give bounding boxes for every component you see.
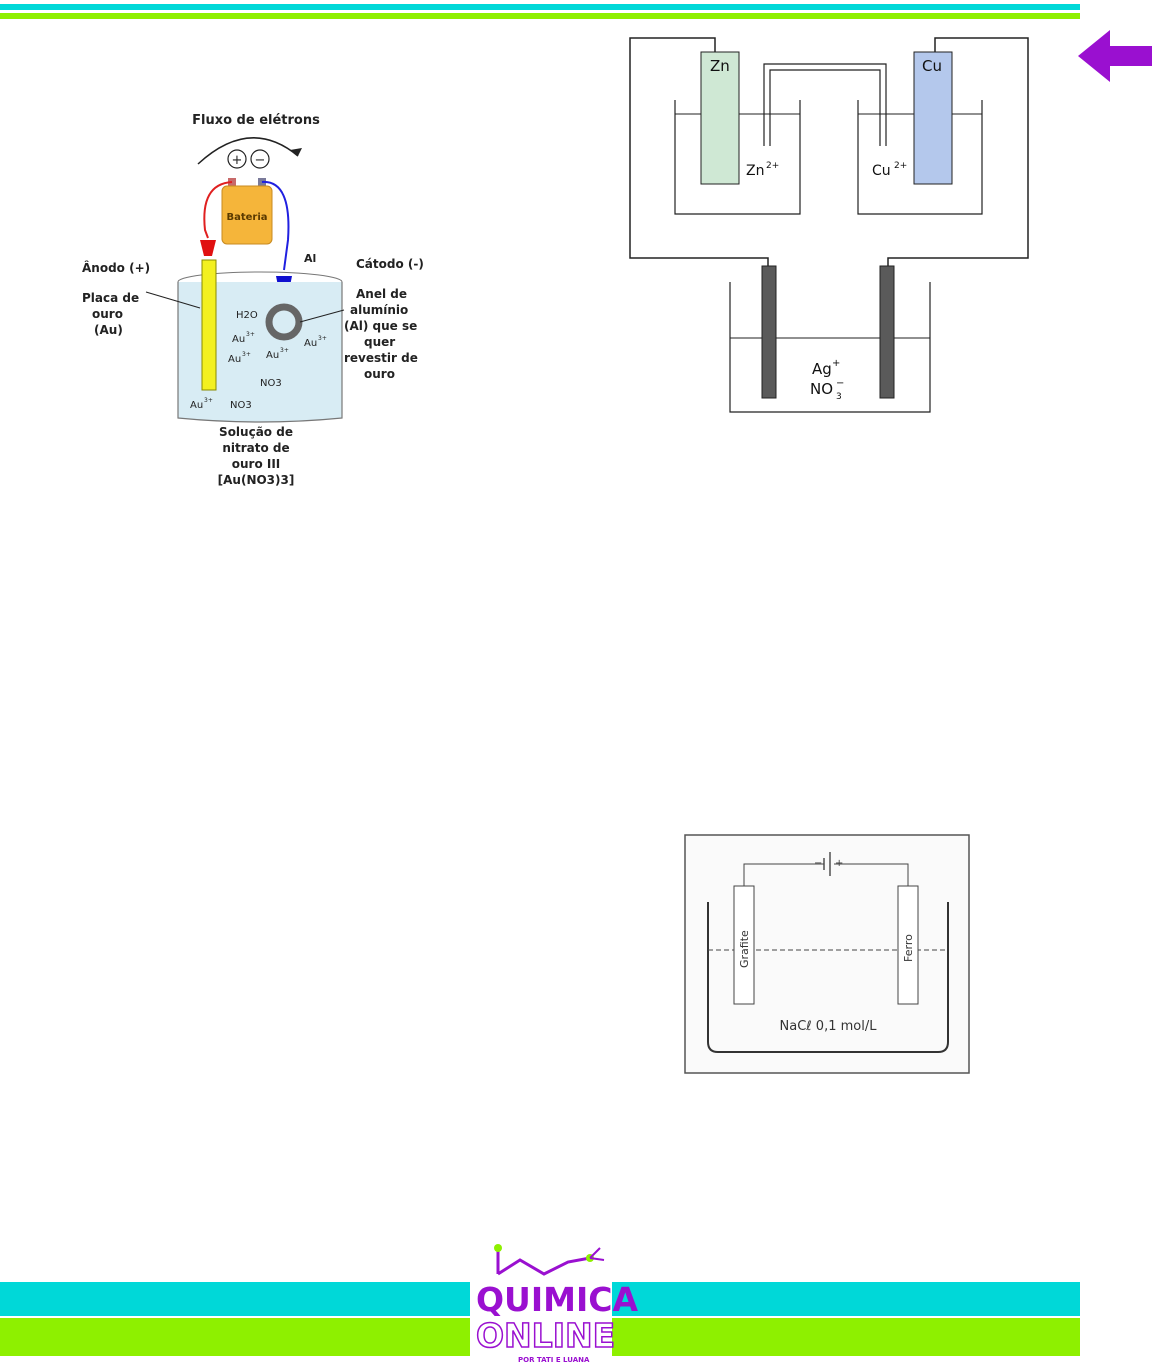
svg-text:Ferro: Ferro [902, 934, 915, 962]
svg-text:H2O: H2O [236, 310, 258, 321]
zinc-electrode [700, 51, 740, 185]
top-band-lime [0, 13, 1080, 19]
svg-text:Au: Au [266, 350, 279, 361]
svg-text:+: + [835, 858, 843, 869]
svg-text:Zn: Zn [746, 163, 764, 179]
beaker [707, 902, 949, 1053]
logo-line2: ONLINE [475, 1315, 616, 1356]
svg-text:NO: NO [810, 380, 833, 398]
battery-label: Bateria [226, 212, 267, 223]
copper-electrode [913, 51, 953, 185]
svg-text:Au: Au [304, 338, 317, 349]
cathode-label: Cátodo (-) [356, 257, 424, 271]
svg-text:Ag: Ag [812, 360, 832, 378]
aluminium-ring [265, 303, 303, 341]
logo-tagline: POR TATI E LUANA [518, 1356, 590, 1364]
svg-text:Grafite: Grafite [738, 930, 751, 968]
quimica-online-logo: QUIMICA ONLINE POR TATI E LUANA [470, 1236, 638, 1368]
svg-text:revestir de: revestir de [344, 351, 418, 365]
svg-text:(Al) que se: (Al) que se [344, 319, 417, 333]
svg-text:Solução de: Solução de [219, 425, 293, 439]
beaker-zn [674, 100, 801, 215]
right-silver-electrode [879, 265, 895, 399]
svg-text:3+: 3+ [242, 351, 251, 358]
svg-text:quer: quer [364, 335, 395, 349]
cu-label: Cu [922, 57, 942, 75]
svg-text:3+: 3+ [280, 347, 289, 354]
electron-flow-label: Fluxo de elétrons [192, 113, 320, 128]
graphite-electrode [733, 885, 755, 1005]
galvanic-cell-figure: Zn Cu Zn 2+ Cu 2+ Ag + NO 3 − [629, 37, 1029, 413]
svg-text:3+: 3+ [204, 397, 213, 404]
svg-text:2+: 2+ [894, 161, 907, 171]
svg-text:alumínio: alumínio [350, 303, 408, 317]
logo-line1: QUIMICA [476, 1280, 639, 1319]
svg-text:Au: Au [190, 400, 203, 411]
svg-text:3+: 3+ [246, 331, 255, 338]
iron-electrode [897, 885, 919, 1005]
left-silver-electrode [761, 265, 777, 399]
al-label: Al [304, 252, 316, 265]
svg-text:−: − [836, 378, 844, 389]
svg-text:nitrato de: nitrato de [222, 441, 289, 455]
svg-text:ouro III: ouro III [232, 457, 281, 471]
minus-sign: − [255, 153, 266, 168]
svg-text:2+: 2+ [766, 161, 779, 171]
svg-text:3+: 3+ [318, 335, 327, 342]
svg-text:NO3: NO3 [260, 378, 282, 389]
svg-text:Au: Au [232, 334, 245, 345]
battery-icon [221, 185, 273, 245]
svg-text:ouro: ouro [364, 367, 395, 381]
electroplating-figure: Fluxo de elétrons + − Bateria Ânodo (+) … [82, 113, 424, 487]
beaker-cu [857, 100, 983, 215]
svg-text:+: + [832, 358, 840, 369]
svg-text:−: − [814, 858, 822, 869]
zn-label: Zn [710, 57, 730, 75]
top-band-cyan [0, 4, 1080, 10]
salt-bridge [763, 63, 887, 146]
svg-text:NO3: NO3 [230, 400, 252, 411]
svg-text:3: 3 [836, 392, 842, 402]
anode-label: Ânodo (+) [82, 260, 150, 275]
nacl-electrolysis-figure: − + Grafite Ferro NaCℓ 0,1 mol/L [684, 834, 970, 1074]
molecule-icon [494, 1244, 605, 1276]
nacl-solution-label: NaCℓ 0,1 mol/L [780, 1019, 878, 1034]
svg-text:Anel de: Anel de [356, 287, 407, 301]
back-arrow-icon[interactable] [1078, 28, 1152, 84]
electron-flow-arrow-icon [197, 137, 299, 165]
svg-text:Placa de: Placa de [82, 291, 139, 305]
svg-text:Cu: Cu [872, 163, 891, 179]
svg-text:[Au(NO3)3]: [Au(NO3)3] [218, 473, 295, 487]
svg-text:Au: Au [228, 354, 241, 365]
plus-sign: + [232, 153, 243, 168]
svg-text:(Au): (Au) [94, 323, 123, 337]
beaker-ag [729, 282, 931, 413]
svg-text:ouro: ouro [92, 307, 123, 321]
gold-plate [201, 259, 217, 391]
